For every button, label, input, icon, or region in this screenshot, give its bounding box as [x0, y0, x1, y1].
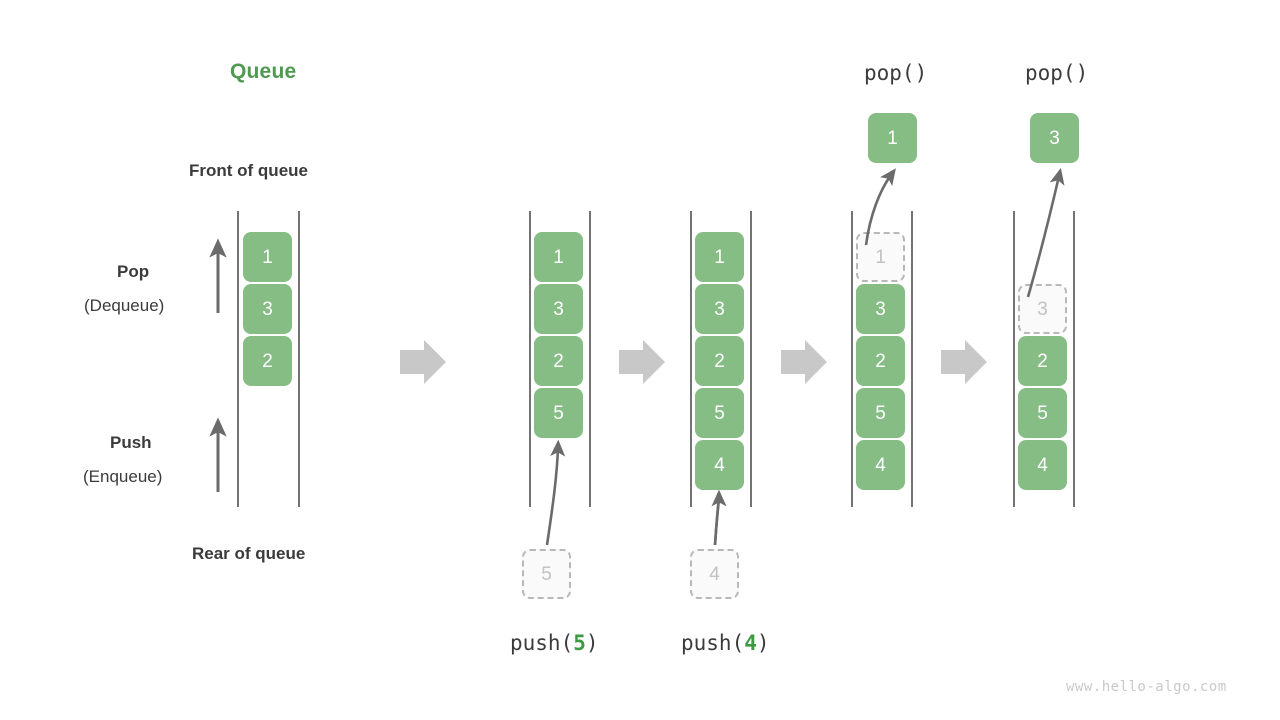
queue-cell: 1	[243, 232, 292, 282]
step-arrow-2	[619, 340, 665, 384]
queue-cell: 1	[695, 232, 744, 282]
step-arrow-1	[400, 340, 446, 384]
vacated-ghost-cell: 3	[1018, 284, 1067, 334]
queue-cell: 4	[1018, 440, 1067, 490]
pop-label: Pop	[117, 262, 150, 281]
push-4-insert-arrow	[711, 489, 727, 546]
push-5-fn: push(	[510, 631, 574, 655]
pop-3-operation-label: pop()	[1025, 61, 1089, 85]
queue-cell: 1	[534, 232, 583, 282]
popped-cell: 1	[868, 113, 917, 163]
watermark: www.hello-algo.com	[1066, 679, 1227, 695]
queue-cell: 3	[243, 284, 292, 334]
push-4-close: )	[756, 631, 770, 655]
queue-rail-right-col1	[298, 211, 300, 507]
push-4-operation-label: push(4)	[681, 631, 770, 655]
push-5-arg: 5	[573, 631, 586, 655]
incoming-ghost-cell: 5	[522, 549, 571, 599]
queue-cell: 5	[695, 388, 744, 438]
push-4-fn: push(	[681, 631, 745, 655]
queue-cell: 4	[856, 440, 905, 490]
push-5-operation-label: push(5)	[510, 631, 599, 655]
queue-cell: 2	[695, 336, 744, 386]
queue-rail-left-col3	[690, 211, 692, 507]
push-5-insert-arrow	[545, 439, 566, 546]
step-arrow-3	[781, 340, 827, 384]
queue-rail-right-col4	[911, 211, 913, 507]
push-4-arg: 4	[744, 631, 757, 655]
vacated-ghost-cell: 1	[856, 232, 905, 282]
queue-rail-right-col3	[750, 211, 752, 507]
pop-sublabel: (Dequeue)	[84, 296, 165, 315]
pop-1-operation-label: pop()	[864, 61, 928, 85]
queue-cell: 2	[856, 336, 905, 386]
queue-cell: 2	[1018, 336, 1067, 386]
incoming-ghost-cell: 4	[690, 549, 739, 599]
queue-cell: 5	[534, 388, 583, 438]
queue-cell: 2	[534, 336, 583, 386]
pop-3-extract-arrow	[1026, 167, 1065, 298]
queue-cell: 3	[856, 284, 905, 334]
rear-of-queue-label: Rear of queue	[192, 544, 306, 563]
queue-cell: 4	[695, 440, 744, 490]
queue-cell: 3	[695, 284, 744, 334]
push-sublabel: (Enqueue)	[83, 467, 163, 486]
queue-rail-left-col4	[851, 211, 853, 507]
queue-rail-right-col2	[589, 211, 591, 507]
queue-rail-right-col5	[1073, 211, 1075, 507]
push-5-close: )	[585, 631, 599, 655]
queue-rail-left-col1	[237, 211, 239, 507]
step-arrow-4	[941, 340, 987, 384]
queue-cell: 2	[243, 336, 292, 386]
queue-cell: 5	[856, 388, 905, 438]
queue-cell: 3	[534, 284, 583, 334]
diagram-title: Queue	[230, 60, 297, 83]
queue-rail-left-col5	[1013, 211, 1015, 507]
queue-cell: 5	[1018, 388, 1067, 438]
push-label: Push	[110, 433, 152, 452]
front-of-queue-label: Front of queue	[189, 161, 308, 180]
queue-rail-left-col2	[529, 211, 531, 507]
popped-cell: 3	[1030, 113, 1079, 163]
